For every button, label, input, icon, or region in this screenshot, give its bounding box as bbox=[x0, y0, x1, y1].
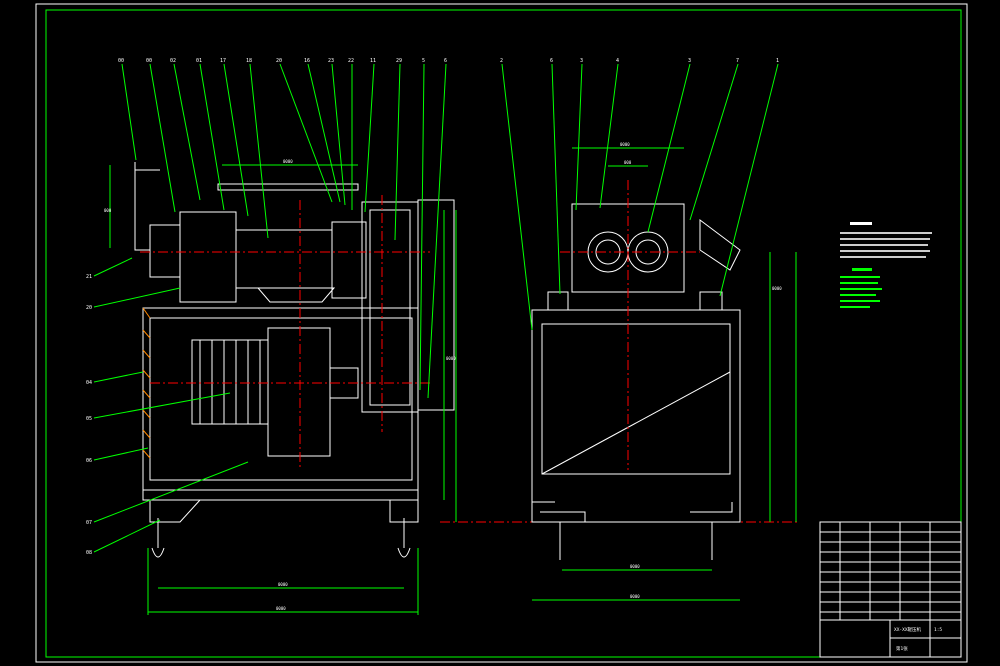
left-side-labels: 21 20 04 05 06 07 08 bbox=[86, 274, 92, 556]
title-block bbox=[819, 521, 962, 658]
dim-top-right-span: 0000 bbox=[620, 142, 630, 147]
dim-top-span: 0000 bbox=[283, 159, 293, 164]
tech-notes bbox=[840, 222, 932, 308]
drawing-title: XX-XX辊压机 bbox=[894, 626, 922, 633]
left-view bbox=[134, 162, 455, 558]
side-label-6: 07 bbox=[86, 520, 92, 526]
balloon-l-1: 00 bbox=[118, 58, 124, 64]
dim-height-left: 0000 bbox=[446, 356, 456, 361]
left-centerlines bbox=[140, 195, 800, 523]
left-balloons: 00 00 02 01 17 18 20 16 23 22 11 29 5 6 bbox=[118, 58, 447, 64]
outer-frame bbox=[35, 3, 968, 663]
base-legs bbox=[149, 499, 419, 523]
left-hook-1 bbox=[151, 518, 165, 558]
right-cabinet-inner bbox=[541, 323, 731, 475]
right-balloons: 2 6 3 4 3 7 1 bbox=[500, 58, 779, 64]
balloon-l-9: 23 bbox=[328, 58, 334, 64]
right-base bbox=[531, 501, 741, 522]
drawing-scale: 1:5 bbox=[934, 627, 942, 633]
left-leaders bbox=[93, 63, 447, 553]
right-cabinet bbox=[531, 309, 741, 523]
base-plate bbox=[142, 489, 419, 501]
side-label-5: 06 bbox=[86, 458, 92, 464]
balloon-l-11: 11 bbox=[370, 58, 376, 64]
left-dimensions bbox=[109, 164, 457, 615]
dim-right-outer: 0000 bbox=[630, 594, 640, 599]
balloon-r-2: 6 bbox=[550, 58, 553, 64]
balloon-l-8: 16 bbox=[304, 58, 310, 64]
balloon-l-10: 22 bbox=[348, 58, 354, 64]
roller-end bbox=[331, 221, 367, 299]
dim-right-inner: 0000 bbox=[630, 564, 640, 569]
dim-tiny-left: 000 bbox=[104, 208, 112, 213]
side-label-3: 04 bbox=[86, 380, 92, 386]
right-lever bbox=[699, 219, 741, 271]
title-block-text: XX-XX辊压机 1:5 第1张 bbox=[894, 626, 942, 652]
right-support-r bbox=[699, 291, 723, 311]
side-label-1: 21 bbox=[86, 274, 92, 280]
side-frame-inner bbox=[369, 209, 411, 406]
balloon-l-6: 18 bbox=[246, 58, 252, 64]
gearbox bbox=[267, 327, 331, 457]
motor-ribs bbox=[199, 340, 261, 424]
hopper bbox=[256, 287, 336, 303]
left-cabinet bbox=[142, 307, 419, 491]
cabinet-hatch bbox=[142, 307, 151, 459]
balloon-r-3: 3 bbox=[580, 58, 583, 64]
balloon-l-2: 00 bbox=[146, 58, 152, 64]
side-label-4: 05 bbox=[86, 416, 92, 422]
roller-drum bbox=[235, 229, 333, 289]
right-support-l bbox=[547, 291, 569, 311]
drawing-sheet: 第1张 bbox=[896, 645, 908, 652]
right-dimensions bbox=[532, 147, 797, 601]
side-panel bbox=[417, 199, 455, 411]
balloon-l-3: 02 bbox=[170, 58, 176, 64]
dim-bottom-outer: 0000 bbox=[276, 606, 286, 611]
roller-housing bbox=[179, 211, 237, 303]
inner-frame bbox=[45, 9, 962, 658]
right-view bbox=[531, 203, 741, 560]
left-dim-texts: 0000 0000 0000 000 0000 bbox=[104, 159, 456, 611]
balloon-l-13: 5 bbox=[422, 58, 425, 64]
balloon-l-4: 01 bbox=[196, 58, 202, 64]
dim-bottom-inner: 0000 bbox=[278, 582, 288, 587]
cabinet-diagonal bbox=[541, 371, 731, 475]
balloon-l-7: 20 bbox=[276, 58, 282, 64]
side-label-2: 20 bbox=[86, 305, 92, 311]
balloon-l-14: 6 bbox=[444, 58, 447, 64]
right-dim-texts: 0000 0000 0000 000 0000 bbox=[620, 142, 782, 599]
dim-height-right: 0000 bbox=[772, 286, 782, 291]
left-hook-2 bbox=[397, 518, 411, 558]
balloon-r-1: 2 bbox=[500, 58, 503, 64]
left-pipe bbox=[134, 162, 160, 251]
side-label-7: 08 bbox=[86, 550, 92, 556]
left-cabinet-inner bbox=[149, 317, 413, 481]
balloon-r-4: 4 bbox=[616, 58, 619, 64]
balloon-l-12: 29 bbox=[396, 58, 402, 64]
balloon-r-7: 1 bbox=[776, 58, 779, 64]
balloon-r-5: 3 bbox=[688, 58, 691, 64]
balloon-l-5: 17 bbox=[220, 58, 226, 64]
dim-tiny-top: 000 bbox=[624, 160, 632, 165]
pipe-box bbox=[149, 224, 181, 278]
top-bar bbox=[217, 183, 359, 191]
right-leaders bbox=[501, 63, 779, 331]
right-centerlines bbox=[560, 180, 700, 470]
balloon-r-6: 7 bbox=[736, 58, 739, 64]
motor-body bbox=[191, 339, 269, 425]
